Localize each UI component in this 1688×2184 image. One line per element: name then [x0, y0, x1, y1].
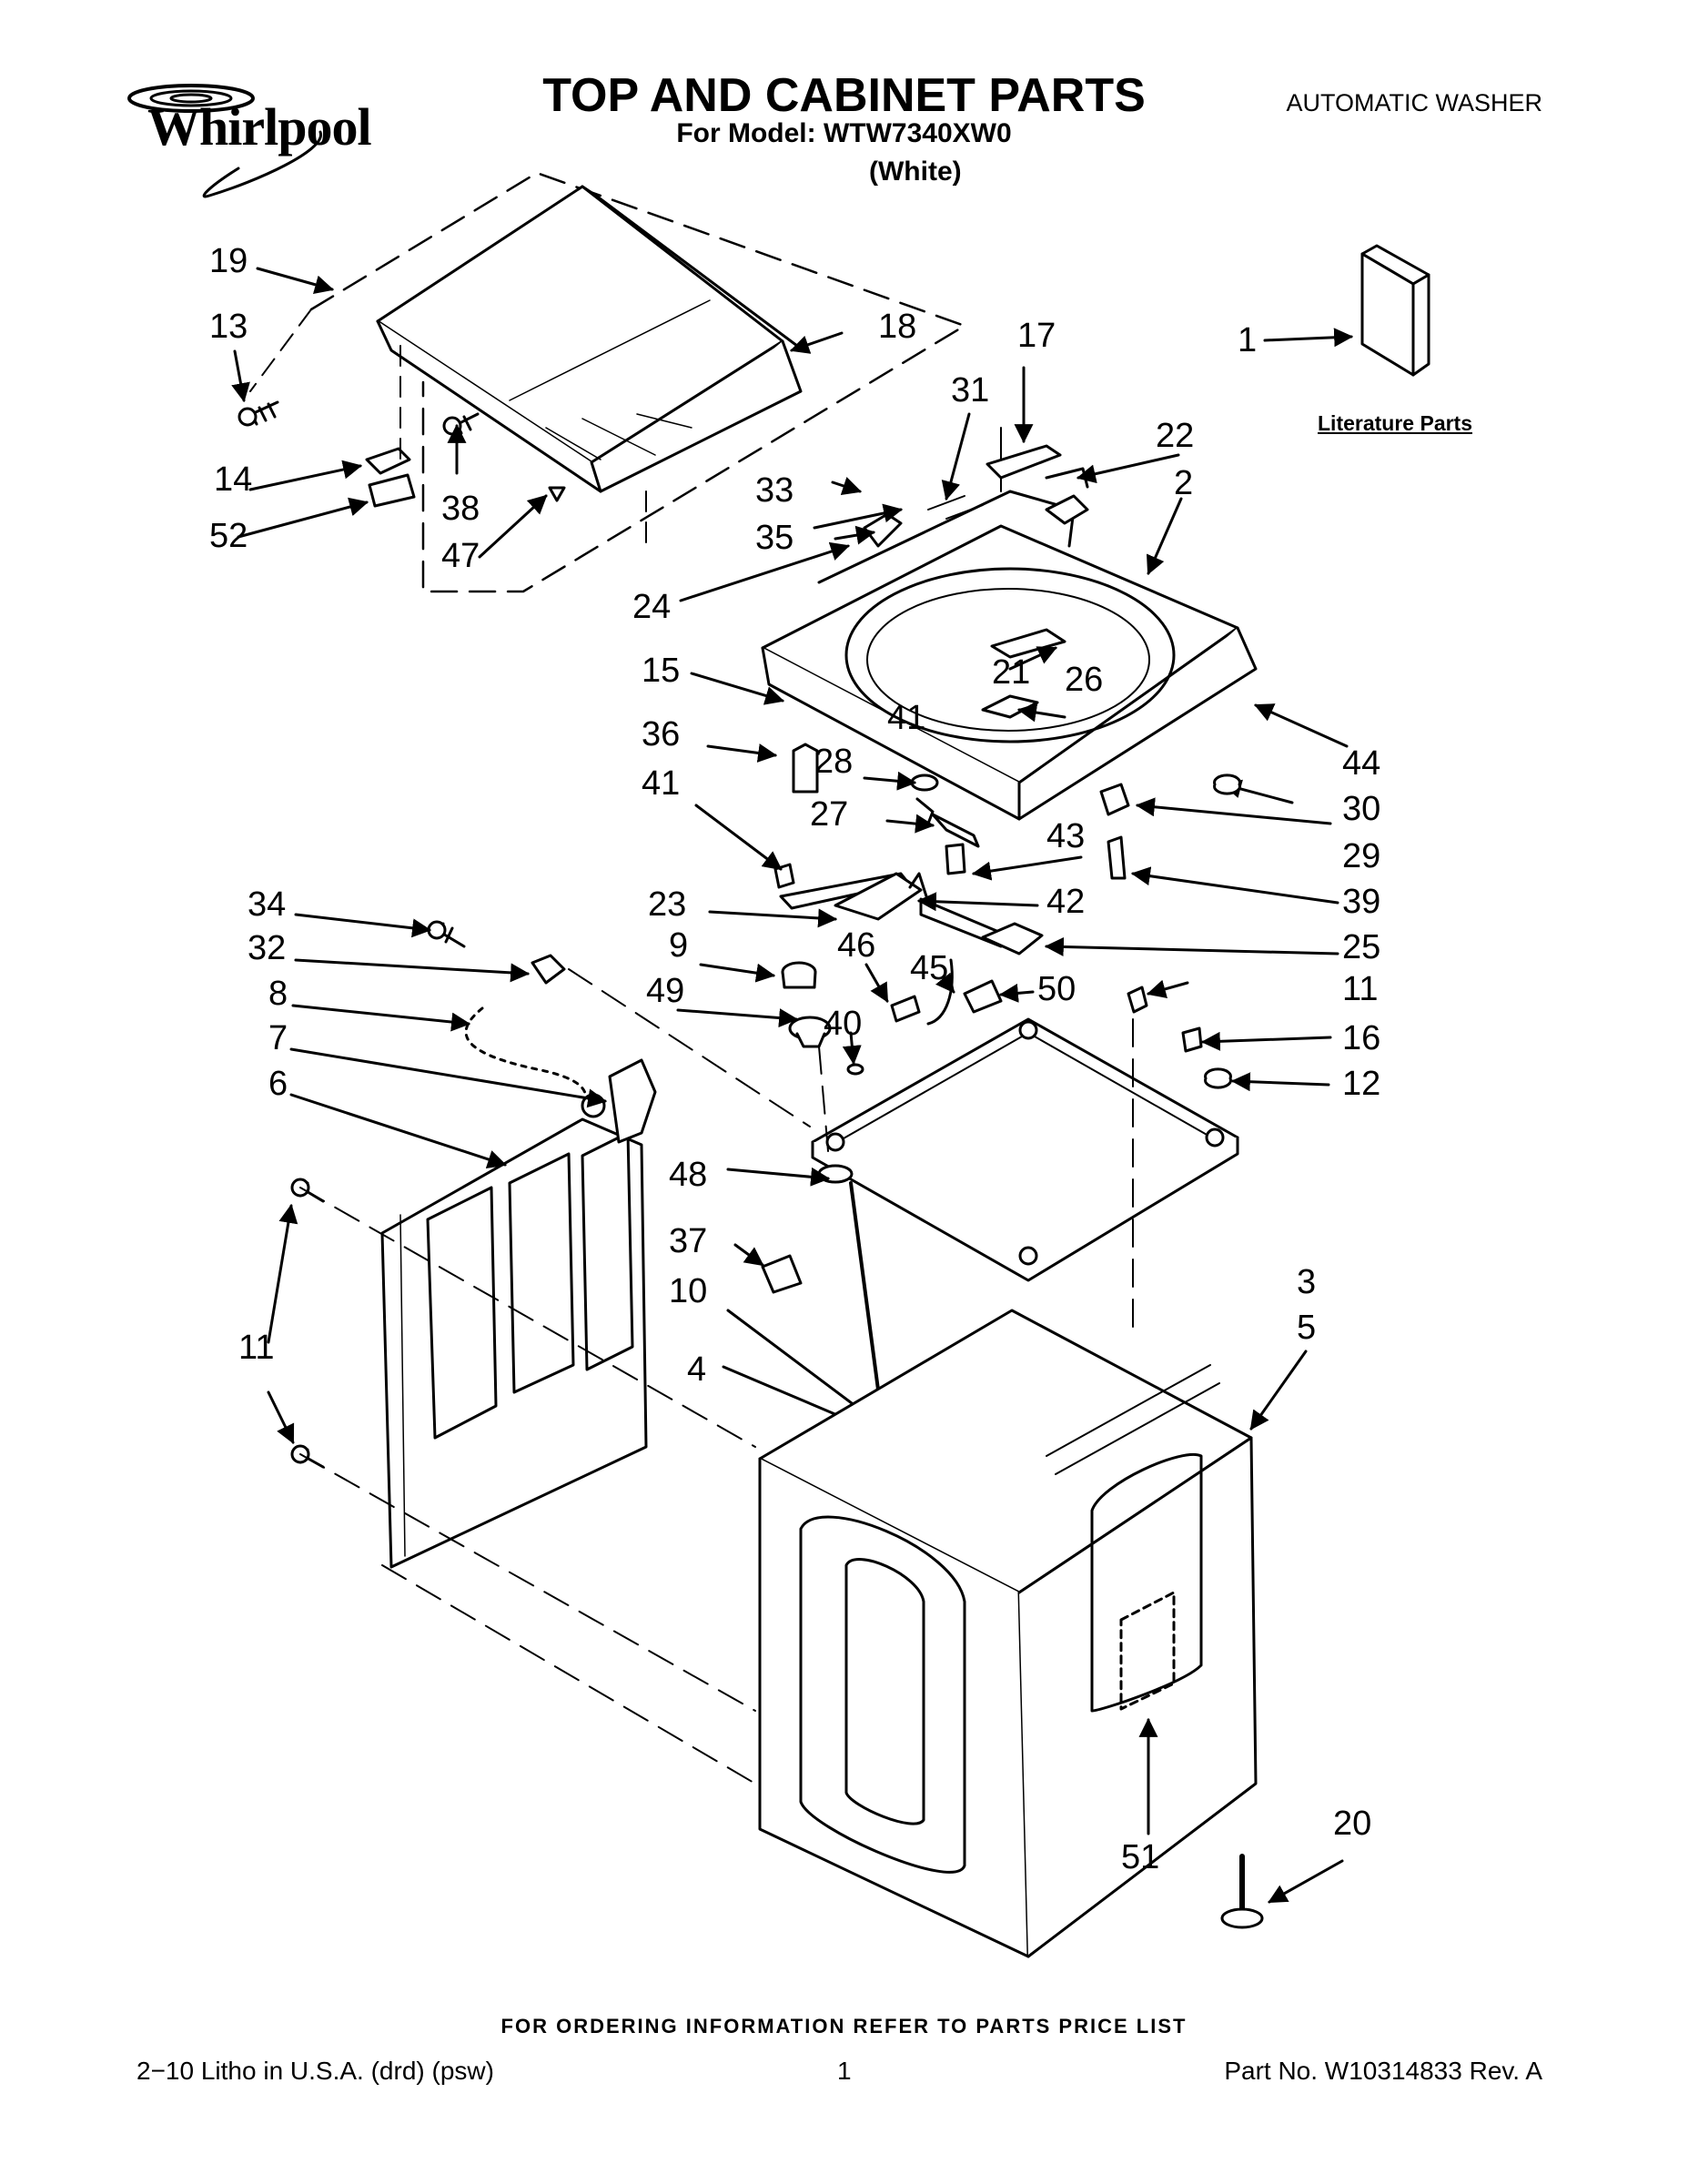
callout-13: 13 [209, 308, 248, 346]
callout-15: 15 [642, 652, 681, 690]
callout-29: 29 [1342, 837, 1381, 875]
callout-leaders-left [267, 913, 608, 1444]
callout-27: 27 [810, 795, 849, 834]
whirlpool-logo-swirl [127, 84, 322, 198]
callout-16: 16 [1342, 1019, 1381, 1057]
callout-5: 5 [1297, 1309, 1317, 1347]
part-number: Part No. W10314833 Rev. A [1224, 2057, 1542, 2085]
callout-leaders-top-left [231, 267, 844, 559]
callout-24: 24 [632, 588, 672, 626]
callout-49: 49 [646, 972, 685, 1010]
callout-11-left-a: 11 [238, 1329, 275, 1367]
brand-name: Whirlpool [147, 97, 372, 157]
print-info: 2−10 Litho in U.S.A. (drd) (psw) [136, 2057, 494, 2085]
callout-40: 40 [824, 1005, 863, 1043]
callout-25: 25 [1342, 928, 1381, 966]
callout-2: 2 [1174, 464, 1194, 502]
callout-46: 46 [837, 926, 876, 965]
leveling-leg [1220, 1854, 1264, 1929]
callout-1: 1 [1238, 321, 1258, 359]
callout-leaders-top-right [679, 366, 1349, 804]
callout-6: 6 [268, 1065, 288, 1103]
base-frame [811, 1017, 1239, 1282]
callout-8: 8 [268, 975, 288, 1013]
callout-18: 18 [878, 308, 917, 346]
callout-34: 34 [248, 885, 287, 924]
page-title: TOP AND CABINET PARTS [542, 69, 1146, 122]
callout-14: 14 [214, 460, 253, 499]
callout-31: 31 [951, 371, 990, 410]
lid [376, 185, 803, 493]
callout-20: 20 [1333, 1805, 1372, 1843]
callout-37: 37 [669, 1222, 708, 1260]
lid-assembly-outline [309, 171, 966, 593]
washer-top [761, 427, 1258, 821]
callout-33: 33 [755, 471, 794, 510]
callout-52: 52 [209, 517, 248, 555]
callout-leaders-drain [722, 1167, 1308, 1433]
page-number: 1 [837, 2057, 852, 2085]
callout-42: 42 [1046, 883, 1086, 921]
callout-45: 45 [910, 949, 949, 987]
callout-12: 12 [1342, 1065, 1381, 1103]
callout-36: 36 [642, 715, 681, 753]
callout-7: 7 [268, 1019, 288, 1057]
callout-43: 43 [1046, 817, 1086, 855]
callout-9: 9 [669, 926, 689, 965]
callout-41-center: 41 [887, 699, 926, 737]
callout-30: 30 [1342, 790, 1381, 828]
callout-28: 28 [814, 743, 854, 781]
callout-3: 3 [1297, 1263, 1317, 1301]
callout-32: 32 [248, 929, 287, 967]
base-parts [781, 958, 1232, 1089]
callout-17: 17 [1017, 317, 1056, 355]
callout-4: 4 [687, 1350, 707, 1389]
literature-parts-label: Literature Parts [1318, 411, 1473, 435]
callout-11-right: 11 [1342, 970, 1379, 1008]
callout-35: 35 [755, 519, 794, 557]
rear-panel [380, 1117, 648, 1569]
model-color: (White) [869, 157, 962, 187]
callout-50: 50 [1037, 970, 1076, 1008]
callout-44: 44 [1342, 744, 1381, 783]
callout-21: 21 [992, 653, 1031, 692]
callout-39: 39 [1342, 883, 1381, 921]
callout-leaders-base [676, 963, 1332, 1092]
callout-leaders-middle [694, 743, 1339, 956]
callout-41-left: 41 [642, 764, 681, 803]
callout-10: 10 [669, 1272, 708, 1310]
ordering-note: FOR ORDERING INFORMATION REFER TO PARTS … [500, 2015, 1188, 2037]
callout-51: 51 [1121, 1838, 1160, 1876]
cabinet [758, 1309, 1258, 1958]
literature-booklet [1263, 244, 1430, 377]
callout-19: 19 [209, 242, 248, 280]
callout-22: 22 [1156, 417, 1195, 455]
callout-26: 26 [1065, 661, 1104, 699]
document-type: AUTOMATIC WASHER [1286, 89, 1542, 116]
callout-38: 38 [441, 490, 480, 528]
callout-48: 48 [669, 1156, 708, 1194]
callout-47: 47 [441, 537, 480, 575]
model-line: For Model: WTW7340XW0 [676, 118, 1012, 148]
callout-23: 23 [648, 885, 687, 924]
